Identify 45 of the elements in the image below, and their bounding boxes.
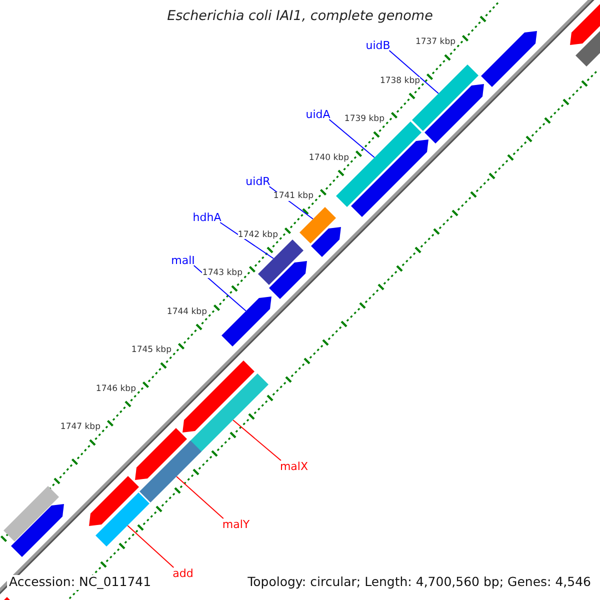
genome-summary-text: Topology: circular; Length: 4,700,560 bp; Genes: 4,546	[246, 575, 593, 590]
leader-line	[127, 525, 174, 568]
gene-label: malY	[222, 518, 250, 530]
gene-feature	[481, 31, 537, 87]
gene-label: malX	[280, 460, 308, 472]
gene-label: malI	[171, 254, 195, 266]
gene-label: hdhA	[192, 212, 222, 222]
leader-line	[176, 476, 224, 519]
leader-line	[388, 50, 439, 94]
gene-feature	[140, 440, 202, 502]
gene-feature	[269, 261, 307, 299]
gene-feature	[96, 492, 150, 546]
tick-label: 1746 kbp	[96, 384, 136, 394]
gene-feature	[222, 296, 272, 346]
tick-label: 1740 kbp	[308, 154, 349, 162]
gene-label: uidR	[246, 176, 270, 186]
title: Escherichia coli IAI1, complete genome	[166, 10, 434, 24]
gene-feature	[188, 374, 268, 454]
tick-label: 1741 kbp	[273, 192, 314, 201]
leader-line	[328, 119, 375, 158]
gene-feature	[258, 240, 304, 285]
tick-label: 1737 kbp	[415, 38, 456, 47]
gene-label: uidB	[366, 40, 390, 50]
tick-label: 1744 kbp	[166, 308, 207, 316]
gene-feature	[135, 428, 187, 480]
gene-label: uidA	[306, 108, 330, 120]
gene-feature	[311, 227, 341, 257]
gene-feature	[351, 140, 428, 217]
leader-line	[193, 265, 246, 312]
gene-label: add	[172, 568, 194, 578]
gene-feature	[11, 504, 64, 557]
tick-label: 1739 kbp	[344, 115, 384, 124]
leader-line	[220, 222, 274, 259]
tick-label: 1745 kbp	[131, 346, 172, 355]
tick-label: 1738 kbp	[380, 76, 420, 86]
gene-feature	[424, 84, 484, 144]
gene-feature	[4, 486, 59, 542]
gene-feature	[89, 476, 139, 526]
gene-feature	[182, 360, 254, 432]
tick-label: 1743 kbp	[202, 269, 242, 278]
gene-feature	[300, 207, 336, 244]
gene-feature	[336, 122, 422, 207]
leader-line	[232, 420, 282, 461]
tick-label: 1742 kbp	[238, 230, 278, 240]
tick-label: 1747 kbp	[60, 423, 100, 432]
